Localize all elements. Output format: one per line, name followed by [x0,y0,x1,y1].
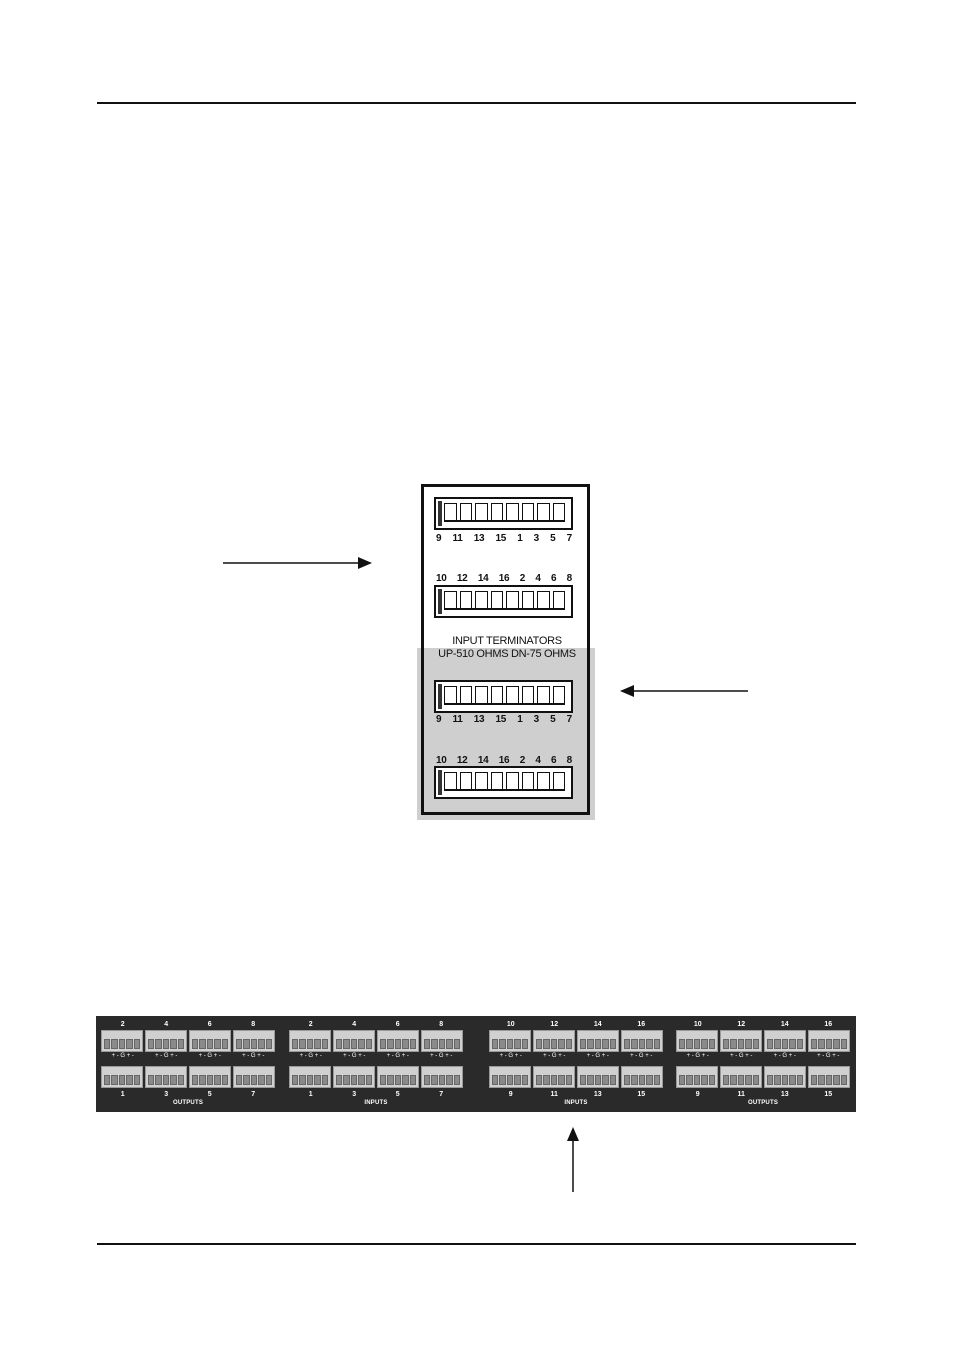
terminal-block-row[interactable] [489,1030,663,1052]
group-label: OUTPUTS [747,1100,779,1106]
dip-switch-bank-2[interactable] [434,585,573,618]
group-label: OUTPUTS [172,1100,204,1106]
terminal-block-row[interactable] [289,1066,463,1088]
group-label: INPUTS [564,1100,588,1106]
terminal-block-row[interactable] [101,1066,275,1088]
dip-switch-bank-3[interactable] [434,680,573,713]
footer-rule [97,1243,856,1245]
terminal-block-row[interactable] [101,1030,275,1052]
terminal-block-row[interactable] [676,1030,850,1052]
terminator-caption: INPUT TERMINATORS UP-510 OHMS DN-75 OHMS [438,635,576,660]
arrow-right-icon [223,557,372,569]
terminal-block-row[interactable] [489,1066,663,1088]
arrow-left-icon [620,685,748,697]
terminal-block-row[interactable] [676,1066,850,1088]
dip-switch-bank-1[interactable] [434,497,573,530]
group-label: INPUTS [364,1100,388,1106]
terminal-block-row[interactable] [289,1030,463,1052]
dip-switch-panel [421,484,590,815]
dip-switch-bank-4[interactable] [434,766,573,799]
header-rule [97,102,856,104]
arrow-up-icon [567,1127,579,1192]
